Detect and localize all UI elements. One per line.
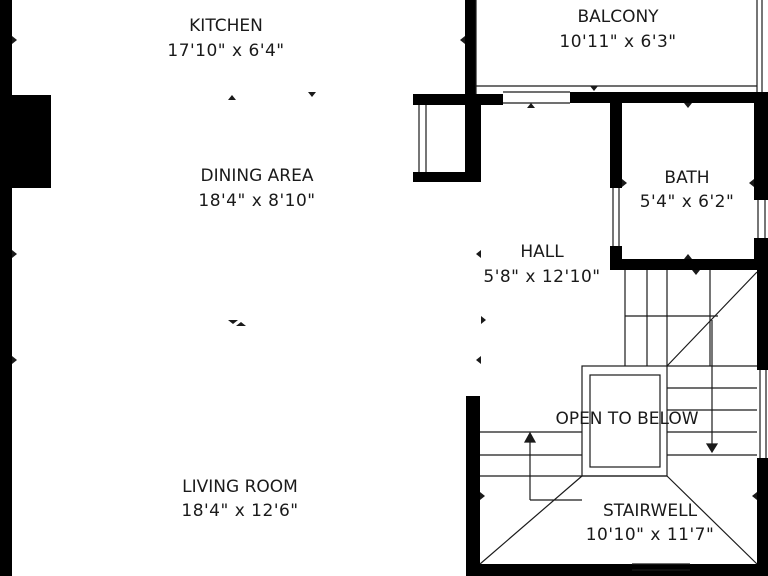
wall-bottom — [466, 564, 768, 576]
balcony-label: BALCONY — [577, 7, 659, 27]
wall-hall-top-left — [413, 94, 503, 105]
wall-closet-stub — [413, 172, 481, 182]
room-labels: KITCHEN 17'10" x 6'4" BALCONY 10'11" x 6… — [167, 7, 735, 545]
hall-label: HALL — [520, 242, 564, 262]
wall-left-outer — [0, 0, 12, 576]
wall-bath-right — [754, 92, 768, 200]
open-to-below-label: OPEN TO BELOW — [555, 409, 698, 429]
fireplace-block — [12, 95, 51, 188]
dining-area-dimensions: 18'4" x 8'10" — [198, 191, 315, 211]
dimension-ticks — [12, 36, 757, 500]
dining-area-label: DINING AREA — [201, 166, 314, 186]
wall-kitchen-balcony — [465, 0, 476, 105]
stairwell-label: STAIRWELL — [603, 501, 698, 521]
balcony-dimensions: 10'11" x 6'3" — [559, 32, 676, 52]
stairwell-dimensions: 10'10" x 11'7" — [586, 525, 715, 545]
kitchen-label: KITCHEN — [189, 16, 263, 36]
wall-right-outer-lower — [757, 458, 768, 576]
bath-label: BATH — [664, 168, 709, 188]
kitchen-dimensions: 17'10" x 6'4" — [167, 41, 284, 61]
living-room-label: LIVING ROOM — [182, 477, 298, 497]
hall-dimensions: 5'8" x 12'10" — [483, 267, 600, 287]
wall-bath-bottom — [610, 259, 768, 270]
wall-hall-top-right — [570, 92, 768, 103]
wall-right-outer-upper — [757, 262, 768, 370]
wall-stairwell-left — [466, 396, 480, 576]
living-room-dimensions: 18'4" x 12'6" — [181, 501, 298, 521]
thin-lines — [418, 0, 767, 571]
wall-closet-vertical — [465, 94, 481, 182]
staircase — [479, 270, 758, 565]
wall-bath-left — [610, 92, 622, 188]
bath-dimensions: 5'4" x 6'2" — [640, 192, 735, 212]
